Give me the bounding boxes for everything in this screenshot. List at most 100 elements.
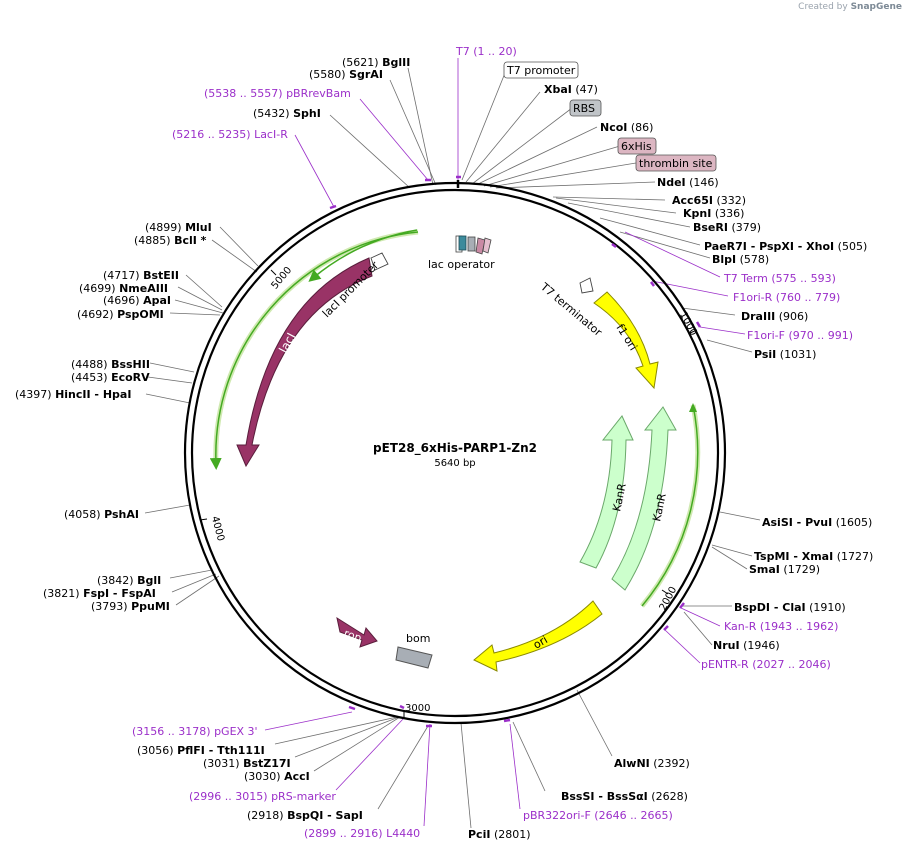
site-name-kpni: KpnI (683, 207, 711, 220)
ruler-3000: 3000 (405, 703, 430, 714)
site-position-smai: (1729) (783, 563, 820, 576)
site-label-fspi: (3821) FspI - FspAI (43, 587, 156, 600)
site-position-pentr-r: (2027 .. 2046) (752, 658, 831, 671)
site-label-ndei: NdeI (146) (657, 176, 719, 189)
site-position-kan-r: (1943 .. 1962) (760, 620, 839, 633)
site-name-bssi: BssSI - BssSαI (561, 790, 648, 803)
site-label-bspdi: BspDI - ClaI (1910) (734, 601, 846, 614)
kanr-inner-feature (579, 415, 634, 569)
site-position-l4440: (2899 .. 2916) (304, 827, 383, 840)
site-position-nrui: (1946) (743, 639, 780, 652)
site-name-pcii: PciI (468, 828, 490, 841)
site-position-bcli: (4885) (134, 234, 171, 247)
t7-terminator-label: T7 terminator (537, 280, 604, 340)
site-name-pflfi: PflFI - Tth111I (177, 744, 265, 757)
site-position-bstz17i: (3031) (203, 757, 240, 770)
site-name-blpi: BlpI (712, 253, 736, 266)
site-label-pbrrevbam: (5538 .. 5557) pBRrevBam (204, 87, 351, 100)
thrombin-site-label: thrombin site (639, 157, 713, 170)
site-position-pbr322ori-f: (2646 .. 2665) (594, 809, 673, 822)
site-name-pentr-r: pENTR-R (701, 658, 749, 671)
site-name-bgli: BglI (137, 574, 161, 587)
site-label-bspqi: (2918) BspQI - SapI (247, 809, 363, 822)
6xhis-label: 6xHis (621, 140, 652, 153)
site-name-prs-marker: pRS-marker (271, 790, 336, 803)
site-label-l4440: (2899 .. 2916) L4440 (304, 827, 420, 840)
site-position-ndei: (146) (689, 176, 719, 189)
site-label-pbr322ori-f: pBR322ori-F (2646 .. 2665) (523, 809, 673, 822)
site-position-sgrai: (5580) (309, 68, 346, 81)
snapgene-credit: Created by SnapGene (798, 2, 902, 12)
site-name-sphi: SphI (293, 107, 321, 120)
plasmid-length: 5640 bp (434, 458, 475, 469)
site-position-tspmi: (1727) (837, 550, 874, 563)
site-label-blpi: BlpI (578) (712, 253, 769, 266)
site-label-bsshii: (4488) BssHII (71, 358, 150, 371)
f1-ori-feature (593, 291, 659, 390)
laci-feature (236, 257, 373, 468)
site-name-paer7i: PaeR7I - PspXI - XhoI (704, 240, 834, 253)
t7-promoter-label: T7 promoter (506, 64, 576, 77)
site-label-apai: (4696) ApaI (103, 294, 171, 307)
site-position-sphi: (5432) (253, 107, 290, 120)
bom-label: bom (406, 632, 430, 645)
site-label-prs-marker: (2996 .. 3015) pRS-marker (189, 790, 336, 803)
laci-orf-arc (209, 231, 419, 470)
laci-promoter-feature (370, 252, 389, 271)
site-position-alwni: (2392) (653, 757, 690, 770)
site-position-bsshii: (4488) (71, 358, 108, 371)
kanr-orf-arrowhead (689, 403, 697, 412)
site-label-kan-r: Kan-R (1943 .. 1962) (724, 620, 838, 633)
site-position-pshai: (4058) (64, 508, 101, 521)
site-position-psii: (1031) (780, 348, 817, 361)
site-name-bstz17i: BstZ17I (243, 757, 291, 770)
backbone-inner-strand (183, 181, 727, 725)
site-position-bspqi: (2918) (247, 809, 284, 822)
site-label-pflfi: (3056) PflFI - Tth111I (137, 744, 265, 757)
site-position-bssi: (2628) (651, 790, 688, 803)
site-name-bspqi: BspQI - SapI (287, 809, 363, 822)
site-label-alwni: AlwNI (2392) (614, 757, 690, 770)
site-name-sgrai: SgrAI (349, 68, 383, 81)
primer-marks (329, 175, 702, 728)
boxed-labels: T7 promoter RBS 6xHis thrombin site (503, 61, 717, 172)
site-label-hincii: (4397) HincII - HpaI (15, 388, 131, 401)
site-name-bsteii: BstEII (143, 269, 179, 282)
site-name-l4440: L4440 (386, 827, 420, 840)
site-position-nmeaiii: (4699) (79, 282, 116, 295)
site-name-pshai: PshAI (104, 508, 139, 521)
site-position-ppumi: (3793) (91, 600, 128, 613)
site-position-bspdi: (1910) (809, 601, 846, 614)
kanr-orf-arc (641, 404, 699, 607)
site-label-bssi: BssSI - BssSαI (2628) (561, 790, 688, 803)
site-position-mlui: (4899) (145, 221, 182, 234)
site-label-smai: SmaI (1729) (749, 563, 820, 576)
site-name-bglii: BglII (382, 56, 410, 69)
site-name-bseri: BseRI (693, 221, 728, 234)
ruler-1000: 1000 (677, 310, 699, 338)
site-position-laci-r: (5216 .. 5235) (172, 128, 251, 141)
site-position-pspomi: (4692) (77, 308, 114, 321)
site-label-kpni: KpnI (336) (683, 207, 744, 220)
site-position-acci: (3030) (244, 770, 281, 783)
site-label-mlui: (4899) MluI (145, 221, 212, 234)
bom-feature (395, 646, 433, 669)
site-name-bspdi: BspDI - ClaI (734, 601, 806, 614)
site-label-paer7i: PaeR7I - PspXI - XhoI (505) (704, 240, 867, 253)
site-label-bsteii: (4717) BstEII (103, 269, 179, 282)
site-label-pgex3: (3156 .. 3178) pGEX 3' (132, 725, 258, 738)
site-name-xbai: XbaI (544, 83, 572, 96)
site-name-pbrrevbam: pBRrevBam (286, 87, 351, 100)
site-name-draiii: DraIII (741, 310, 775, 323)
site-position-hincii: (4397) (15, 388, 52, 401)
credit-prefix: Created by (798, 2, 848, 12)
site-position-apai: (4696) (103, 294, 140, 307)
laci-orf-inner-arc (308, 229, 418, 282)
site-name-ppumi: PpuMI (131, 600, 170, 613)
site-name-pgex3: pGEX 3' (214, 725, 258, 738)
site-name-pbr322ori-f: pBR322ori-F (523, 809, 591, 822)
site-position-f1ori-r: (760 .. 779) (776, 291, 841, 304)
site-position-bglii: (5621) (342, 56, 379, 69)
t7-terminator-feature (579, 277, 594, 294)
